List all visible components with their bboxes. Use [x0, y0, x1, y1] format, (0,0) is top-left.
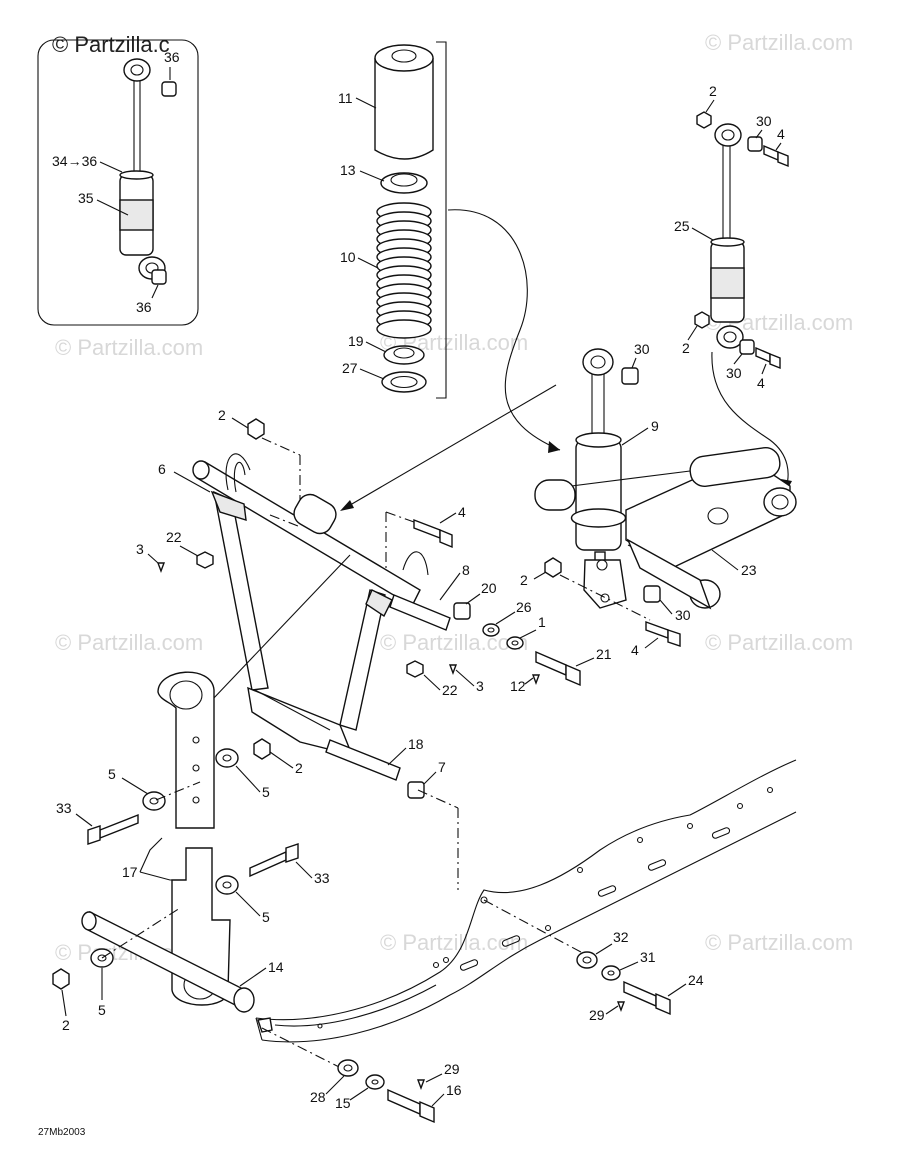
callout-21: 21 — [596, 646, 612, 662]
callout-34-36: 34→36 — [52, 153, 97, 169]
callout-9: 9 — [651, 418, 659, 434]
callout-2: 2 — [218, 407, 226, 423]
rear-shock-25 — [694, 111, 789, 370]
callout-23: 23 — [741, 562, 757, 578]
callout-19: 19 — [348, 333, 364, 349]
callout-33: 33 — [56, 800, 72, 816]
callout-2: 2 — [709, 83, 717, 99]
callout-20: 20 — [481, 580, 497, 596]
callout-7: 7 — [438, 759, 446, 775]
alternate-shock-inset — [37, 39, 199, 326]
callout-24: 24 — [688, 972, 704, 988]
callout-36: 36 — [164, 49, 180, 65]
callout-8: 8 — [462, 562, 470, 578]
watermark-top-left: © Partzilla.c — [52, 32, 170, 57]
callout-5: 5 — [98, 1002, 106, 1018]
callout-22: 22 — [166, 529, 182, 545]
callout-33: 33 — [314, 870, 330, 886]
callout-29: 29 — [444, 1061, 460, 1077]
callout-27: 27 — [342, 360, 358, 376]
callout-6: 6 — [158, 461, 166, 477]
callout-12: 12 — [510, 678, 526, 694]
callout-4: 4 — [631, 642, 639, 658]
callout-5: 5 — [108, 766, 116, 782]
watermark: © Partzilla.com — [705, 630, 853, 655]
watermark: © Partzilla.com — [380, 630, 528, 655]
callout-10: 10 — [340, 249, 356, 265]
callout-15: 15 — [335, 1095, 351, 1111]
callout-30: 30 — [726, 365, 742, 381]
callout-14: 14 — [268, 959, 284, 975]
callout-28: 28 — [310, 1089, 326, 1105]
callout-5: 5 — [262, 909, 270, 925]
callout-4: 4 — [757, 375, 765, 391]
rear-cross-shaft-23 — [534, 446, 797, 647]
front-arm-6 — [156, 418, 581, 799]
callout-32: 32 — [613, 929, 629, 945]
callout-16: 16 — [446, 1082, 462, 1098]
callout-18: 18 — [408, 736, 424, 752]
callout-3: 3 — [136, 541, 144, 557]
callout-30: 30 — [675, 607, 691, 623]
callout-5: 5 — [262, 784, 270, 800]
callout-26: 26 — [516, 599, 532, 615]
callout-2: 2 — [682, 340, 690, 356]
drawing-code: 27Mb2003 — [38, 1127, 86, 1138]
watermark: © Partzilla.com — [705, 930, 853, 955]
front-shock-9 — [570, 348, 639, 565]
callout-2: 2 — [62, 1017, 70, 1033]
callout-17: 17 — [122, 864, 138, 880]
callout-11: 11 — [338, 90, 353, 106]
rail-hardware — [337, 951, 671, 1124]
watermark: © Partzilla.com — [380, 930, 528, 955]
callout-36: 36 — [136, 299, 152, 315]
slide-rail — [255, 759, 797, 1043]
callout-29: 29 — [589, 1007, 605, 1023]
callout-31: 31 — [640, 949, 656, 965]
callout-13: 13 — [340, 162, 356, 178]
watermark: © Partzilla.com — [55, 335, 203, 360]
spring-stack — [374, 41, 447, 399]
spring-coil — [376, 319, 432, 339]
callout-30: 30 — [756, 113, 772, 129]
callout-4: 4 — [777, 126, 785, 142]
callout-2: 2 — [520, 572, 528, 588]
callout-3: 3 — [476, 678, 484, 694]
callout-4: 4 — [458, 504, 466, 520]
callout-30: 30 — [634, 341, 650, 357]
link-17-and-bracket-14 — [52, 671, 299, 1013]
callout-2: 2 — [295, 760, 303, 776]
callout-35: 35 — [78, 190, 94, 206]
watermark: © Partzilla.com — [55, 630, 203, 655]
callout-22: 22 — [442, 682, 458, 698]
watermark: © Partzilla.com — [705, 30, 853, 55]
callout-25: 25 — [674, 218, 690, 234]
callout-1: 1 — [538, 614, 546, 630]
